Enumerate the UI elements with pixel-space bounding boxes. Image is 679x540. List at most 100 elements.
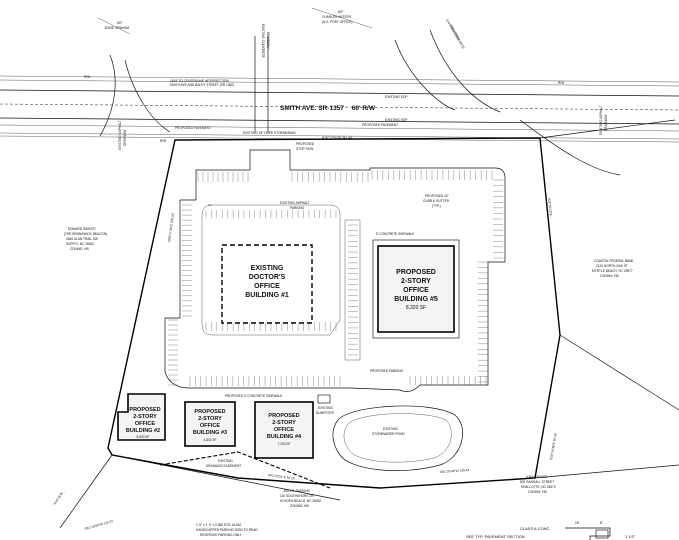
building-3-proposed-office: PROPOSED 2-STORY OFFICE BUILDING #3 4,80… [184,401,236,447]
proposed-pavement-label-2: PROPOSED PAVEMENT [362,123,398,127]
svg-text:530 RANDALL STREET: 530 RANDALL STREET [520,480,554,484]
existing-asphalt-driveway-label-e-2: DRIVEWAY [604,113,608,131]
parking-stalls [168,170,503,386]
svg-text:EDWARD SWEATT: EDWARD SWEATT [68,227,96,231]
centerline-note-1: 1819' TO CENTERLINE INTERSECTION [170,79,229,83]
svg-text:2-STORY: 2-STORY [198,416,222,422]
existing-asphalt-parking-label-2: PARKING [290,206,305,210]
building-5-proposed-office: PROPOSED 2-STORY OFFICE BUILDING #5 8,32… [372,239,460,339]
detail-dim-1-1-2: 1 1/2" [625,534,636,539]
existing-concrete-driveway-label-2: DRIVEWAY [266,32,270,50]
svg-text:(THE BRUNSWICK BEACON): (THE BRUNSWICK BEACON) [64,232,107,236]
svg-text:PROPOSED: PROPOSED [396,269,436,276]
proposed-stop-sign-label-1: PROPOSED [296,142,315,146]
sign-note-3: RESERVED PARKING ONLY [200,533,243,537]
detail-dim-6: 6" [600,521,603,525]
curb-gutter-label-2: CURB & GUTTER [423,199,450,203]
neighbor-ne: N/F CHARLES HESTER (U.S. POST OFFICE) [311,7,373,29]
rw-label-left: R/W [84,75,90,79]
svg-text:OFFICE: OFFICE [274,427,294,433]
svg-text:2120 NORTH OAK ST: 2120 NORTH OAK ST [596,264,628,268]
curb-detail-box [595,529,609,539]
svg-text:MYRTLE BEACH, SC 29577: MYRTLE BEACH, SC 29577 [592,269,633,273]
existing-dumpster [317,394,331,404]
neighbor-southeast: ILMA GRAVES 530 RANDALL STREET SHALLOTTE… [520,475,556,494]
proposed-parking-label: PROPOSED PARKING [370,369,404,373]
existing-asphalt-driveway-label-w-2: DRIVEWAY [123,128,127,146]
svg-text:PROPOSED: PROPOSED [194,409,225,415]
rw-label-right: R/W [558,81,564,85]
svg-text:COASTAL FEDERAL BANK: COASTAL FEDERAL BANK [594,259,634,263]
bearing-west: N29°17'48"E 333.20' [167,212,175,242]
inner-island-outline [201,204,341,336]
dumpster-label-2: DUMPSTER [316,411,335,415]
existing-concrete-driveway-label-ne-2: DRIVEWAY [449,25,461,42]
existing-asphalt-driveway-label-w-1: EXISTING ASPHALT [118,120,122,150]
building-4-proposed-office: PROPOSED 2-STORY OFFICE BUILDING #4 7,20… [254,401,314,459]
svg-text:2-STORY: 2-STORY [272,420,296,426]
smith-avenue-road [0,29,679,176]
svg-text:DOCTOR'S: DOCTOR'S [249,274,286,281]
existing-asphalt-parking-label-1: EXISTING ASPHALT [280,201,310,205]
svg-text:BUILDING #2: BUILDING #2 [126,428,160,434]
existing-concrete-driveway-label-1: EXISTING CONCRETE [261,24,265,58]
svg-text:EXISTING: EXISTING [251,265,284,272]
svg-text:ZONING: HB: ZONING: HB [528,490,547,494]
class-a-concrete-note: CLASS A CONC. [520,526,550,531]
svg-text:ZONING: HB: ZONING: HB [600,274,619,278]
drainage-easement-label-1: EXISTING [218,459,233,463]
building-2-proposed-office: PROPOSED 2-STORY OFFICE BUILDING #2 5,60… [117,393,166,441]
stormwater-pond [332,405,464,471]
curb-gutter-label-1: PROPOSED 24" [425,194,449,198]
svg-text:2640 ALAN TRAIL SW: 2640 ALAN TRAIL SW [66,237,98,241]
svg-text:5,600 SF: 5,600 SF [137,435,150,439]
southeast-lot-line [534,334,679,479]
svg-text:8,320 SF: 8,320 SF [406,305,426,311]
svg-text:ZONING: HB: ZONING: HB [70,247,89,251]
bearing-south-1: S81°35'49"W 130.44' [440,468,471,474]
svg-text:2-STORY: 2-STORY [401,278,431,285]
svg-text:BUILDING #3: BUILDING #3 [193,430,227,436]
proposed-pavement-label-1: PROPOSED PAVEMENT [175,126,211,130]
neighbor-west: EDWARD SWEATT (THE BRUNSWICK BEACON) 264… [64,227,107,251]
bearing-south-2: S61°22'51"E 91.26' [268,473,296,481]
svg-text:OFFICE: OFFICE [200,423,220,429]
building-1-existing-doctors-office: EXISTING DOCTOR'S OFFICE BUILDING #1 [221,244,313,324]
svg-text:JESSE GRAHAM: JESSE GRAHAM [104,26,129,30]
sign-note-2: HANDICAPPED PARKING SIGN TO READ [196,528,258,532]
top-property-bearing: N76°17'50"W 341.44' [322,136,353,140]
svg-text:SUPPLY, NC 28462: SUPPLY, NC 28462 [66,242,94,246]
drainage-easement-line [159,451,331,489]
existing-eop-label-2: EXISTING EOP [385,118,408,122]
detail-dim-18: 18" [575,521,580,525]
svg-text:SHALLOTTE, NC 28470: SHALLOTTE, NC 28470 [521,485,556,489]
svg-text:110 SOUTHSHORE DR: 110 SOUTHSHORE DR [280,494,315,498]
drainage-easement-label-2: DRAINAGE EASEMENT [206,464,241,468]
svg-text:PROPOSED: PROPOSED [268,413,299,419]
svg-text:4,800 SF: 4,800 SF [204,438,217,442]
svg-text:CHARLES HESTER: CHARLES HESTER [322,15,352,19]
parking-lot-outline [164,149,506,392]
property-boundary [107,137,561,489]
svg-text:ILMA GRAVES: ILMA GRAVES [526,475,547,479]
svg-text:OFFICE: OFFICE [403,287,429,294]
curb-gutter-label-3: (TYP.) [432,204,441,208]
svg-text:BUILDING #4: BUILDING #4 [267,434,302,440]
bearing-southwest-1: S81°15'55"W 125.31' [84,519,114,531]
existing-eop-label-1: EXISTING EOP [385,95,408,99]
neighbor-east: COASTAL FEDERAL BANK 2120 NORTH OAK ST M… [592,259,634,278]
bearing-southeast: S16°14'48"E 55.18' [549,432,558,460]
sign-note-1: 1' 6" x 1' 0" x 0.080 STD. ALUM. [196,523,242,527]
bearing-east: S28°16'19"E ... [547,198,553,220]
proposed-stop-sign-label-2: STOP SIGN [296,147,314,151]
neighbor-nw: N/F JESSE GRAHAM [97,17,131,35]
svg-text:OFFICE: OFFICE [254,283,280,290]
stormwater-pond-inner [343,413,452,463]
bearing-southwest-2: N10°45'W ... [53,489,67,506]
stormdrain-label: EXISTING 18" HDPE STORMDRAIN [243,131,296,135]
centerline-note-2: SMITH AVE AND BALEY STREET (SR 1360) [170,83,234,87]
existing-asphalt-driveway-label-e-1: EXISTING ASPHALT [599,105,603,135]
neighbor-south: JOEY D. FAMONS 110 SOUTHSHORE DR HOLDEN … [280,489,322,508]
svg-text:BUILDING #5: BUILDING #5 [394,296,438,303]
svg-text:2-STORY: 2-STORY [133,414,157,420]
